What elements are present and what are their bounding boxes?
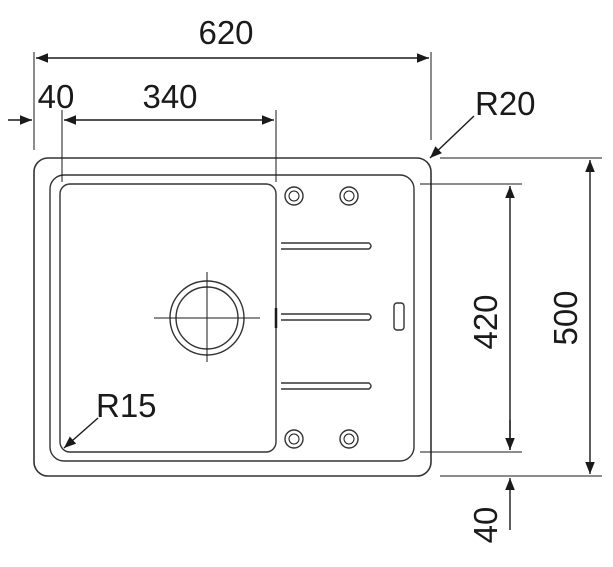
sink-body [33, 157, 432, 477]
dimension-inner-height: 420 [420, 183, 522, 453]
dimension-overall-height: 500 [440, 157, 602, 477]
dimension-label-340: 340 [142, 78, 197, 115]
dimension-label-500: 500 [547, 290, 584, 345]
sink-inner-rim [49, 174, 415, 462]
tap-hole [284, 186, 304, 206]
drain-outlet [154, 272, 260, 362]
radius-label-r20: R20 [475, 85, 536, 122]
radius-callout-r20: R20 [429, 85, 536, 159]
radius-callout-r15: R15 [63, 387, 157, 449]
dimension-bowl-width: 40 340 [8, 78, 277, 182]
tap-hole [284, 429, 304, 449]
dimension-label-620: 620 [198, 14, 253, 51]
overflow-slot [393, 302, 405, 331]
sink-outer-edge [33, 157, 432, 477]
tap-holes [284, 186, 359, 449]
tap-hole [339, 429, 359, 449]
radius-label-r15: R15 [96, 387, 157, 424]
dimension-label-40-left: 40 [38, 78, 75, 115]
dimension-label-40-bottom: 40 [467, 507, 504, 544]
drainer-ribs [281, 242, 372, 390]
dimension-label-420: 420 [467, 294, 504, 349]
dimension-overall-width: 620 [33, 14, 432, 150]
tap-hole [339, 186, 359, 206]
dimension-bottom-margin: 40 [467, 420, 515, 544]
